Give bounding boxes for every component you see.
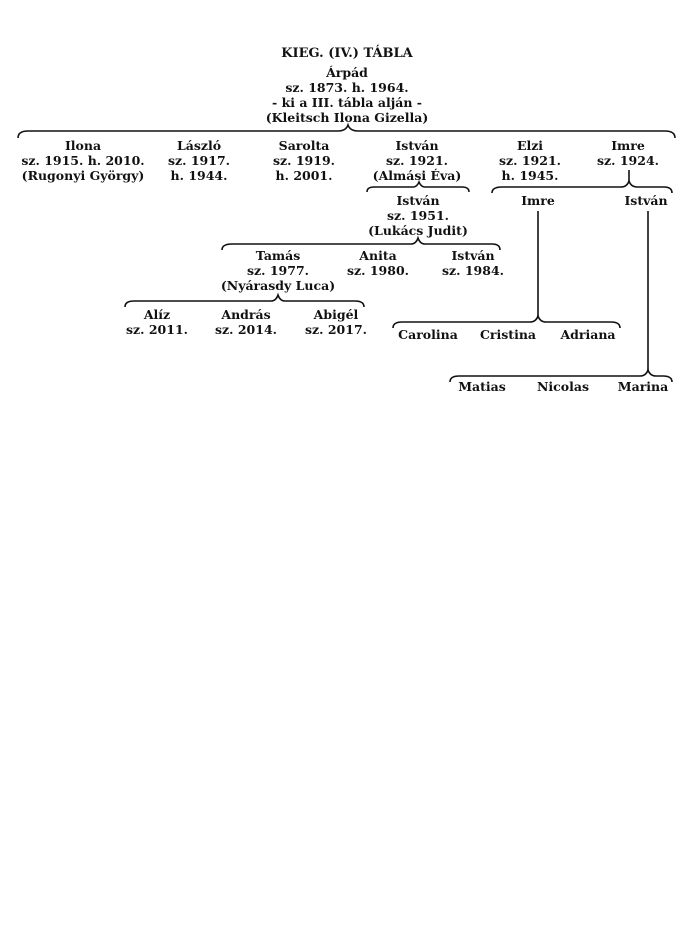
gen4-dates: sz. 2014. (215, 322, 277, 337)
istvan-grandchild-name: Matias (458, 379, 506, 394)
tamas-brace (124, 292, 365, 308)
istvan-1921-brace (366, 179, 470, 193)
gen1-dates: sz. 1921. (499, 153, 561, 168)
istvan-junior-brace (449, 367, 673, 383)
imre-child-name: Imre (521, 193, 555, 208)
istvan-grandchild-name: Marina (617, 379, 669, 394)
gen3-dates: sz. 1977. (247, 263, 309, 278)
imre-grandchild-name: Adriana (560, 327, 616, 342)
gen1-name: László (176, 138, 222, 153)
gen3-name: Anita (359, 248, 397, 263)
gen3-dates: sz. 1980. (347, 263, 409, 278)
gen1-name: Sarolta (278, 138, 330, 153)
istvan-1951-dates: sz. 1951. (387, 208, 449, 223)
gen1-death: h. 1945. (501, 168, 559, 183)
root-note: - ki a III. tábla alján - (272, 95, 422, 110)
root-spouse: (Kleitsch Ilona Gizella) (265, 110, 429, 125)
gen1-spouse: (Almási Éva) (372, 168, 462, 183)
gen1-dates: sz. 1921. (386, 153, 448, 168)
gen1-name: Elzi (516, 138, 544, 153)
gen1-spouse: (Rugonyi György) (21, 168, 145, 183)
gen4-dates: sz. 2017. (305, 322, 367, 337)
gen4-name: Abigél (313, 307, 359, 322)
istvan-1951-name: István (396, 193, 440, 208)
gen3-dates: sz. 1984. (442, 263, 504, 278)
root-brace (17, 122, 676, 139)
gen1-dates: sz. 1917. (168, 153, 230, 168)
gen1-name: Ilona (64, 138, 102, 153)
gen1-dates: sz. 1919. (273, 153, 335, 168)
istvan-1951-brace (221, 235, 501, 251)
gen4-name: Alíz (143, 307, 171, 322)
istvan-1951-spouse: (Lukács Judit) (368, 223, 468, 238)
imre-grandchild-name: Carolina (398, 327, 458, 342)
imre-grandchild-name: Cristina (479, 327, 537, 342)
gen3-name: Tamás (255, 248, 301, 263)
gen3-spouse: (Nyárasdy Luca) (220, 278, 336, 293)
gen1-death: h. 2001. (275, 168, 333, 183)
gen1-name: Imre (611, 138, 645, 153)
table-title: KIEG. (IV.) TÁBLA (281, 46, 413, 61)
root-dates: sz. 1873. h. 1964. (285, 80, 409, 95)
gen4-name: András (221, 307, 271, 322)
istvan-grandchild-name: Nicolas (536, 379, 590, 394)
gen3-name: István (451, 248, 495, 263)
gen1-dates: sz. 1915. h. 2010. (21, 153, 145, 168)
root-name: Árpád (326, 65, 368, 80)
imre-junior-brace (392, 313, 621, 329)
gen4-dates: sz. 2011. (126, 322, 188, 337)
gen1-death: h. 1944. (170, 168, 228, 183)
imre-1924-brace (491, 178, 673, 194)
gen1-name: István (395, 138, 439, 153)
gen1-dates: sz. 1924. (597, 153, 659, 168)
imre-child-name: István (624, 193, 668, 208)
